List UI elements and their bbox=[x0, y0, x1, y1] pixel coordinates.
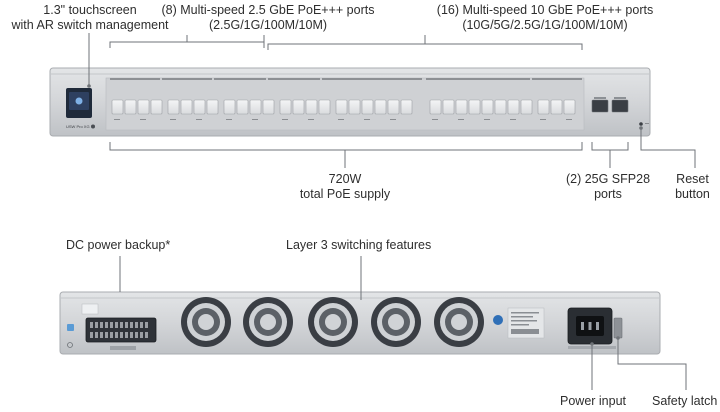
ports-10g-label: (16) Multi-speed 10 GbE PoE+++ ports (10… bbox=[436, 3, 654, 32]
rj45-port[interactable] bbox=[279, 99, 292, 115]
rj45-port[interactable] bbox=[387, 99, 400, 115]
safety-latch-label: Safety latch bbox=[652, 394, 718, 408]
reset-button[interactable] bbox=[639, 122, 643, 126]
rj45-port[interactable] bbox=[481, 99, 494, 115]
front-leader-lines bbox=[88, 33, 696, 168]
rj45-port[interactable] bbox=[494, 99, 507, 115]
rj45-port[interactable] bbox=[236, 99, 249, 115]
fan-icon bbox=[243, 297, 293, 347]
power-input-socket[interactable] bbox=[567, 307, 613, 345]
safety-latch[interactable] bbox=[613, 317, 623, 339]
rj45-port[interactable] bbox=[206, 99, 219, 115]
rj45-port[interactable] bbox=[537, 99, 550, 115]
rj45-port[interactable] bbox=[193, 99, 206, 115]
rj45-port[interactable] bbox=[150, 99, 163, 115]
rj45-port[interactable] bbox=[305, 99, 318, 115]
rj45-port[interactable] bbox=[292, 99, 305, 115]
dc-power-label: DC power backup* bbox=[66, 238, 171, 252]
rear-panel bbox=[59, 291, 661, 355]
front-panel: USW Pro XG bbox=[49, 67, 651, 137]
rj45-port[interactable] bbox=[455, 99, 468, 115]
rj45-port[interactable] bbox=[400, 99, 413, 115]
rj45-port[interactable] bbox=[429, 99, 442, 115]
fan-icon bbox=[181, 297, 231, 347]
rj45-port[interactable] bbox=[550, 99, 563, 115]
rj45-port[interactable] bbox=[563, 99, 576, 115]
reset-label: Reset button bbox=[675, 172, 710, 201]
rj45-port[interactable] bbox=[167, 99, 180, 115]
rj45-port[interactable] bbox=[262, 99, 275, 115]
ubiquiti-logo-icon bbox=[493, 315, 503, 325]
rj45-port[interactable] bbox=[180, 99, 193, 115]
rj45-port[interactable] bbox=[137, 99, 150, 115]
sfp28-label: (2) 25G SFP28 ports bbox=[565, 172, 651, 201]
touchscreen-label: 1.3" touchscreen with AR switch manageme… bbox=[11, 3, 169, 32]
rj45-port[interactable] bbox=[223, 99, 236, 115]
power-input-label: Power input bbox=[560, 394, 627, 408]
dc-power-connector[interactable] bbox=[85, 317, 157, 343]
fan-icon bbox=[308, 297, 358, 347]
rj45-port[interactable] bbox=[361, 99, 374, 115]
front-badge: USW Pro XG bbox=[66, 124, 90, 129]
rj45-ports bbox=[111, 99, 576, 115]
rj45-port[interactable] bbox=[318, 99, 331, 115]
sfp28-port[interactable] bbox=[611, 99, 629, 113]
sfp28-port[interactable] bbox=[591, 99, 609, 113]
fan-icon bbox=[434, 297, 484, 347]
rj45-port[interactable] bbox=[374, 99, 387, 115]
layer3-label: Layer 3 switching features bbox=[286, 238, 432, 252]
fan-icon bbox=[371, 297, 421, 347]
rj45-port[interactable] bbox=[348, 99, 361, 115]
rj45-port[interactable] bbox=[335, 99, 348, 115]
poe-supply-label: 720W total PoE supply bbox=[299, 172, 391, 201]
sfp28-ports bbox=[591, 97, 629, 113]
rear-leader-lines bbox=[119, 256, 687, 390]
rj45-port[interactable] bbox=[507, 99, 520, 115]
rj45-port[interactable] bbox=[124, 99, 137, 115]
rj45-port[interactable] bbox=[468, 99, 481, 115]
ports-2-5g-label: (8) Multi-speed 2.5 GbE PoE+++ ports (2.… bbox=[161, 3, 375, 32]
rj45-port[interactable] bbox=[442, 99, 455, 115]
rj45-port[interactable] bbox=[249, 99, 262, 115]
rj45-port[interactable] bbox=[520, 99, 533, 115]
rj45-port[interactable] bbox=[111, 99, 124, 115]
